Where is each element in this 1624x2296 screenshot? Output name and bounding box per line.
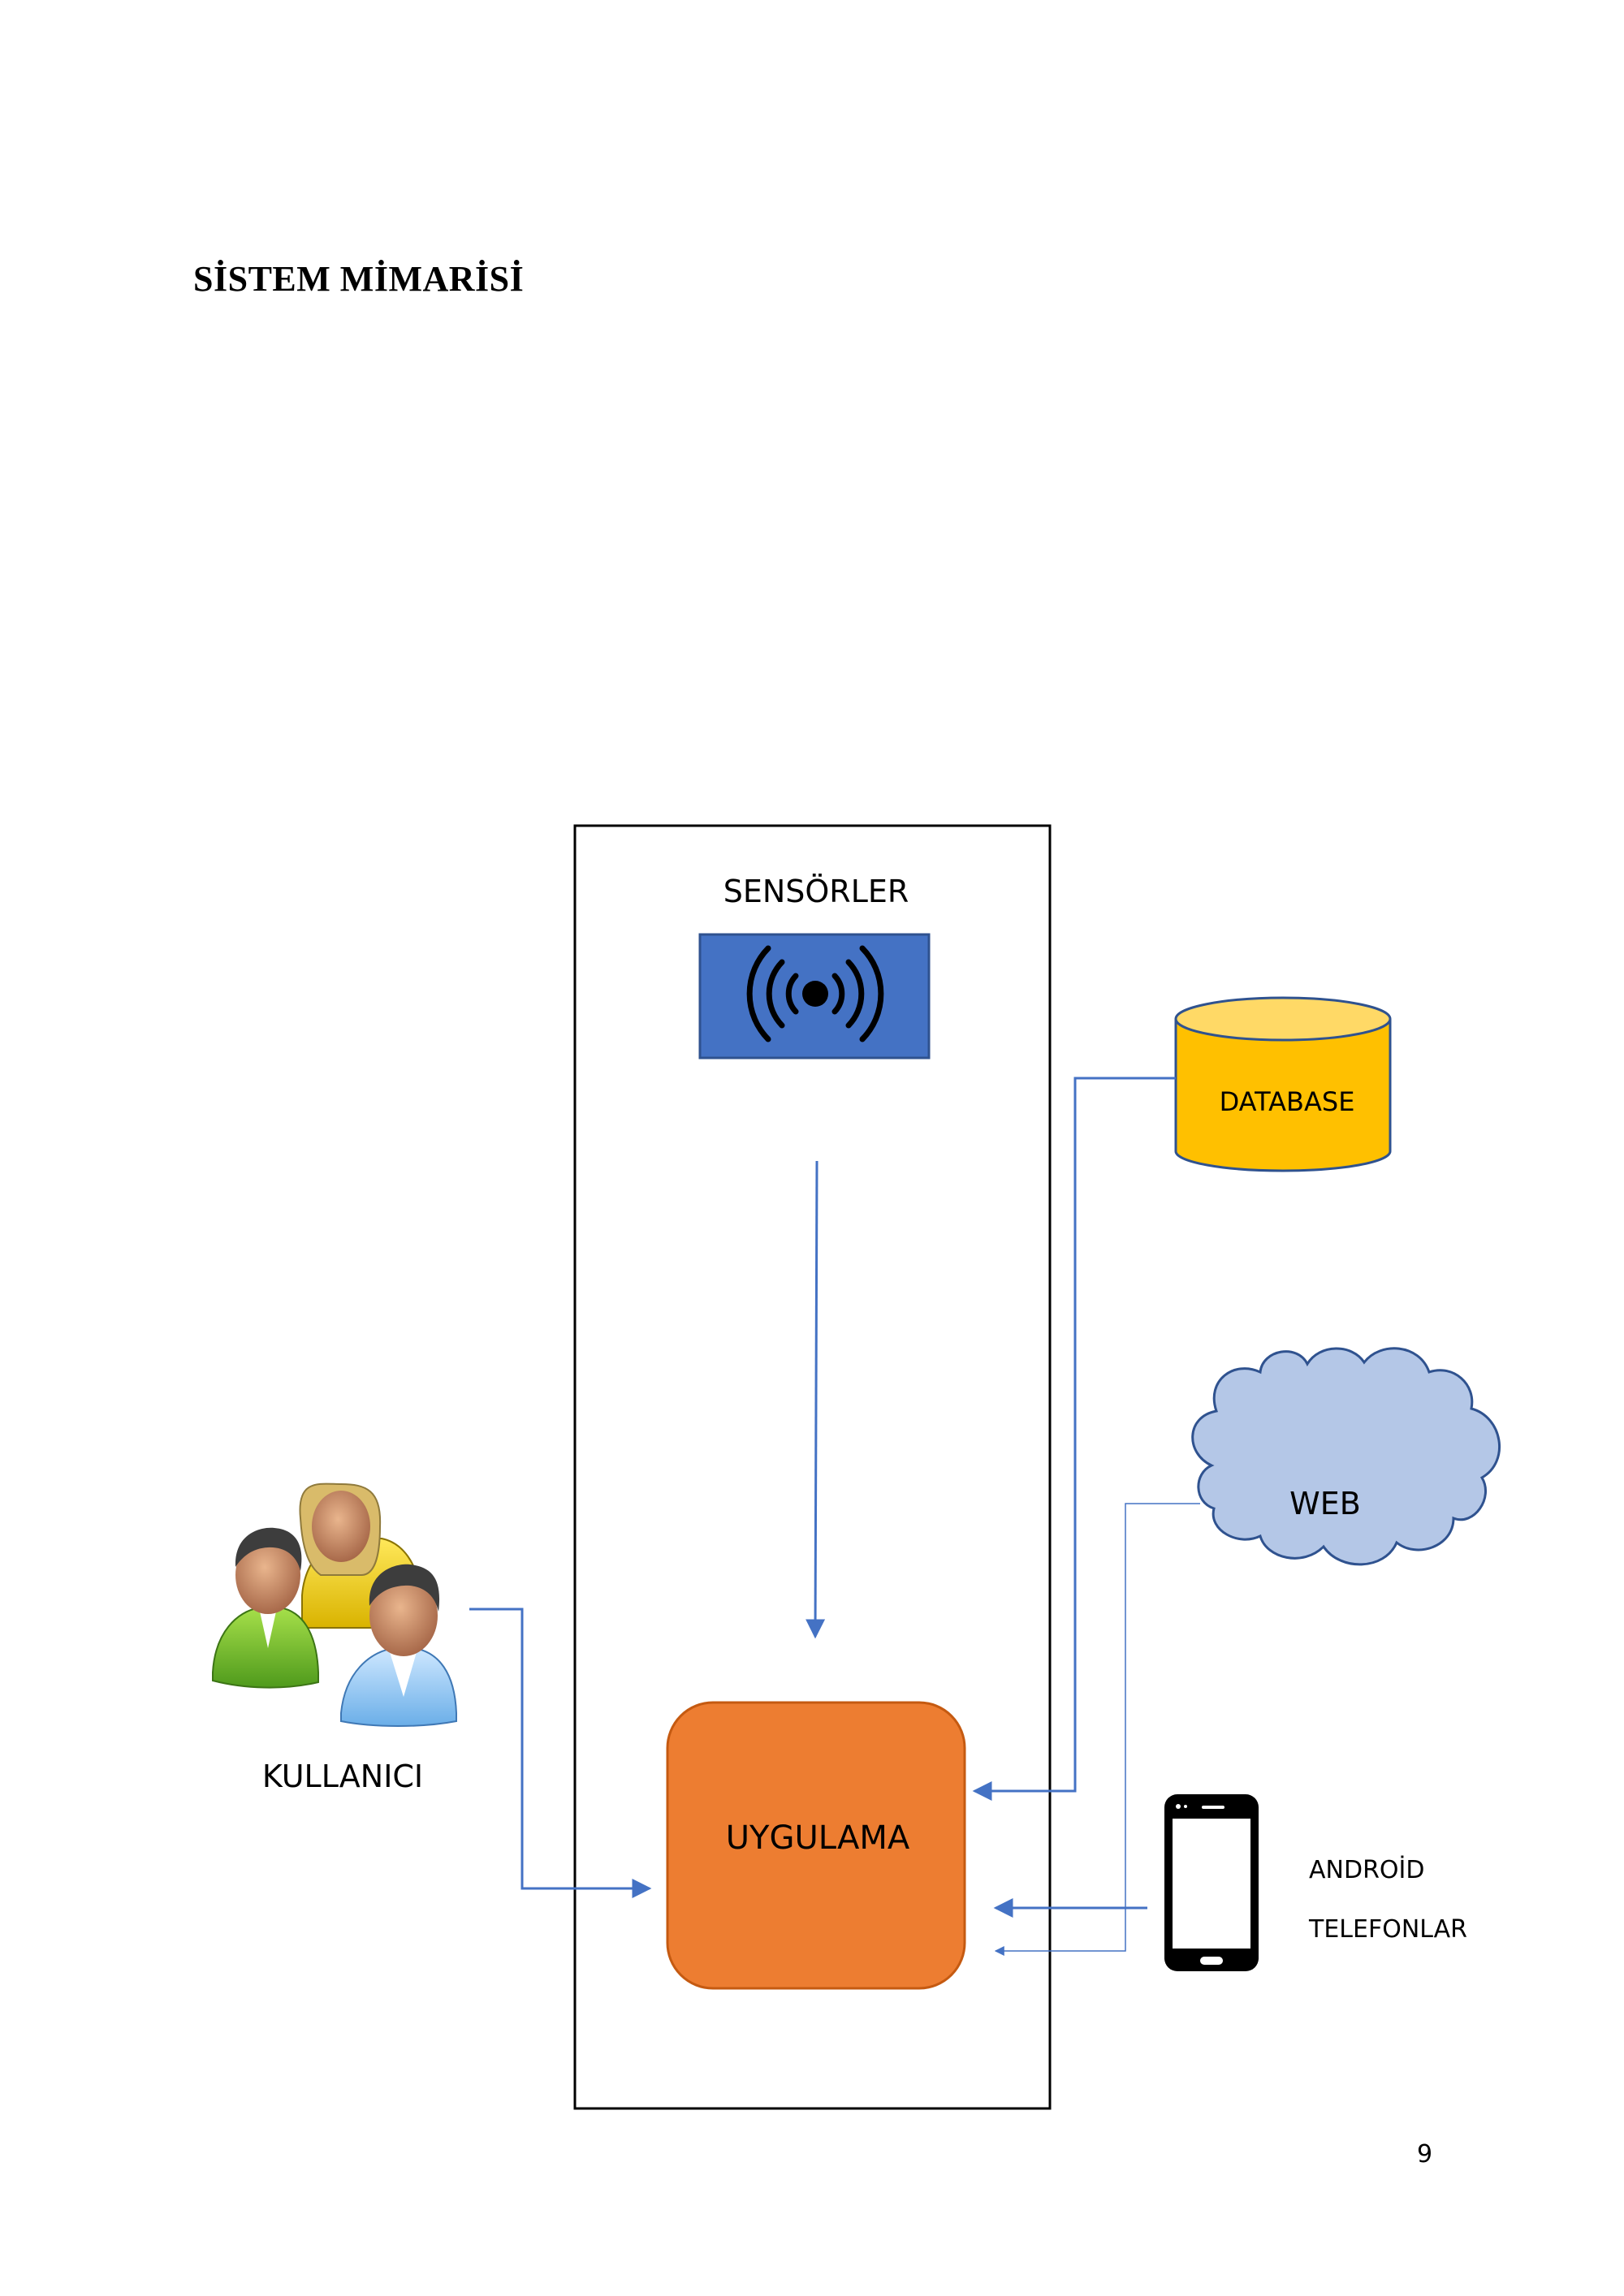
database-node: DATABASE [1174, 996, 1392, 1172]
system-container [573, 824, 1052, 2110]
app-label: UYGULAMA [726, 1819, 910, 1857]
wireless-signal-icon [746, 945, 884, 1042]
sensors-label: SENSÖRLER [723, 874, 909, 909]
web-node: WEB [1191, 1347, 1501, 1566]
page-title: SİSTEM MİMARİSİ [193, 259, 525, 299]
phones-label-line1: ANDROİD [1309, 1855, 1424, 1884]
app-node: UYGULAMA [666, 1701, 966, 1990]
sensors-node [698, 933, 931, 1060]
users-label: KULLANICI [262, 1759, 423, 1794]
users-to-app-arrow [469, 1608, 652, 1898]
smartphone-icon [1164, 1794, 1259, 1971]
cylinder-database-icon [1174, 996, 1392, 1042]
cloud-icon [1191, 1347, 1501, 1566]
web-label: WEB [1289, 1486, 1361, 1521]
web-to-app-arrow [994, 1503, 1200, 1956]
users-group-icon [212, 1482, 457, 1727]
database-label: DATABASE [1220, 1086, 1355, 1117]
phones-label-line2: TELEFONLAR [1308, 1915, 1467, 1944]
database-to-app-arrow [972, 1077, 1176, 1801]
page-number: 9 [1417, 2140, 1433, 2169]
sensors-to-app-arrow [806, 1160, 826, 1639]
